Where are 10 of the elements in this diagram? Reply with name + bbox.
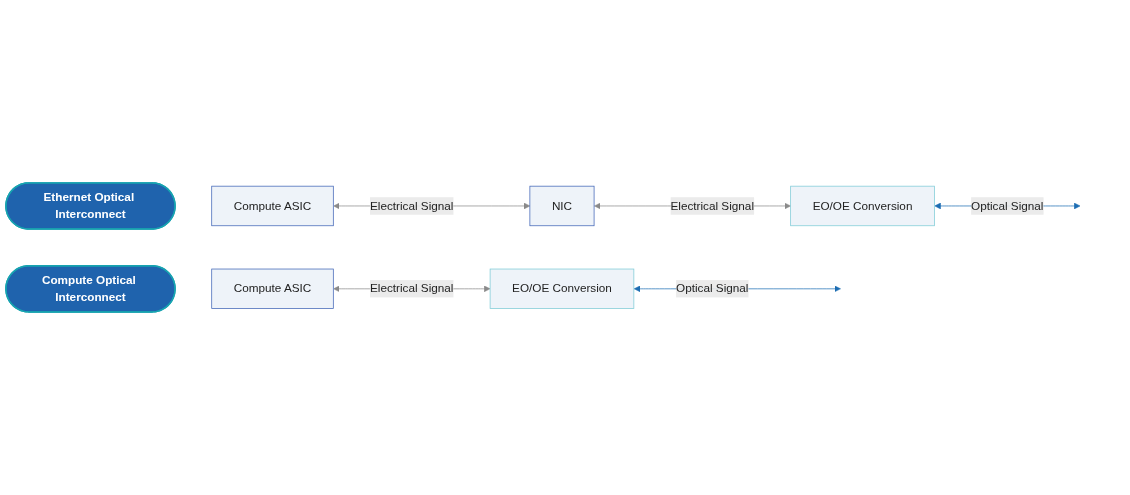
node-box: Compute ASIC	[211, 268, 334, 310]
node-box: Compute ASIC	[211, 185, 334, 227]
edge-label: Electrical Signal	[369, 282, 454, 295]
edge-label: Electrical Signal	[369, 199, 454, 212]
node-box: NIC	[529, 185, 595, 227]
edge-label: Optical Signal	[676, 282, 749, 295]
edge-label: Electrical Signal	[670, 199, 754, 212]
node-box: EO/OE Conversion	[489, 268, 635, 310]
node-box: EO/OE Conversion	[790, 185, 935, 227]
edge-label: Optical Signal	[971, 199, 1044, 212]
